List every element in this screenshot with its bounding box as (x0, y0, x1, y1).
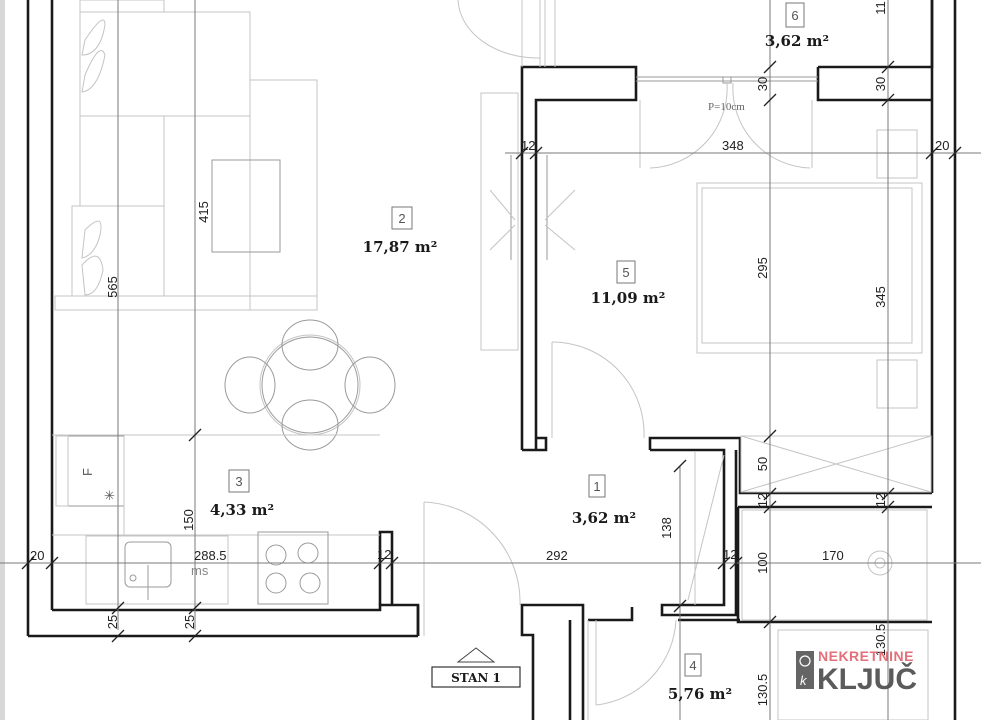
bedroom-furniture (551, 129, 932, 493)
dim-partition-a: 12 (377, 547, 391, 562)
dimension-labels: 415 565 150 288.5 20 25 25 12 292 12 138… (30, 1, 949, 706)
dim-partition-b: 12 (723, 547, 737, 562)
dim-living-total: 565 (105, 276, 120, 298)
room-3-label: 3 4,33 m² (210, 469, 274, 519)
dim-kitchen-bottom-right: 25 (182, 615, 197, 629)
exterior-walls (26, 0, 957, 720)
svg-text:3: 3 (235, 474, 242, 489)
kitchen-furniture (52, 434, 380, 605)
room-4-label: 4 5,76 m² (668, 653, 732, 703)
sill-note: P=10cm (708, 101, 745, 113)
kitchen-ms-label: ms (191, 563, 209, 578)
svg-text:5: 5 (622, 265, 629, 280)
living-furniture (54, 0, 576, 451)
hall-doors (423, 452, 929, 720)
brand-main: KLJUČ (817, 662, 917, 696)
top-openings (457, 0, 818, 169)
svg-text:4,33 m²: 4,33 m² (210, 501, 274, 519)
svg-text:5,76 m²: 5,76 m² (668, 685, 732, 703)
dim-wc-height-b: 130.5 (873, 624, 888, 657)
entrance-marker (431, 647, 521, 688)
svg-text:2: 2 (398, 211, 405, 226)
svg-text:1: 1 (593, 479, 600, 494)
dim-top-11: 11 (873, 1, 888, 15)
dim-bath-wall-a: 12 (755, 493, 770, 507)
dim-bedroom-width: 348 (722, 138, 744, 153)
dim-wardrobe: 50 (755, 457, 770, 471)
notes: P=10cm ms F ✳ (80, 101, 745, 578)
dim-bedroom-wall: 12 (521, 138, 535, 153)
svg-text:11,09 m²: 11,09 m² (591, 289, 666, 307)
dim-wc-height-a: 130.5 (755, 674, 770, 707)
page-edge (0, 0, 5, 720)
dim-hall-height: 138 (659, 517, 674, 539)
dimension-ticks (21, 60, 962, 643)
dim-kitchen-bottom-left: 25 (105, 615, 120, 629)
svg-text:k: k (800, 673, 808, 688)
interior-walls (378, 0, 934, 720)
dim-top-wall-a: 30 (755, 77, 770, 91)
fridge-star-icon: ✳ (104, 488, 115, 503)
dim-top-wall-b: 30 (873, 77, 888, 91)
fridge-label: F (80, 468, 95, 476)
brand-top: NEKRETNINE (818, 648, 914, 664)
dim-kitchen-height: 150 (181, 509, 196, 531)
dim-bath-height: 100 (755, 552, 770, 574)
room-6-label: 6 3,62 m² (765, 2, 829, 50)
svg-text:3,62 m²: 3,62 m² (765, 32, 829, 50)
dim-bedroom-345: 345 (873, 286, 888, 308)
dim-hall-width: 292 (546, 548, 568, 563)
room-5-label: 5 11,09 m² (591, 260, 666, 307)
room-labels: 1 3,62 m² 2 17,87 m² 3 4,33 m² 4 5,76 m²… (210, 2, 829, 703)
dim-right-wall: 20 (935, 138, 949, 153)
svg-text:3,62 m²: 3,62 m² (572, 509, 636, 527)
room-2-label: 2 17,87 m² (363, 206, 438, 256)
dim-bath-wall-b: 12 (873, 493, 888, 507)
dim-bath-width: 170 (822, 548, 844, 563)
dim-bedroom-295: 295 (755, 257, 770, 279)
svg-text:4: 4 (689, 658, 696, 673)
unit-label: STAN 1 (451, 671, 501, 685)
dim-kitchen-width: 288.5 (194, 548, 227, 563)
room-1-label: 1 3,62 m² (572, 474, 636, 527)
dim-living-height: 415 (196, 201, 211, 223)
dim-left-wall: 20 (30, 548, 44, 563)
svg-text:6: 6 (791, 8, 798, 23)
watermark-logo: k NEKRETNINE KLJUČ (796, 648, 917, 696)
svg-text:17,87 m²: 17,87 m² (363, 238, 438, 256)
